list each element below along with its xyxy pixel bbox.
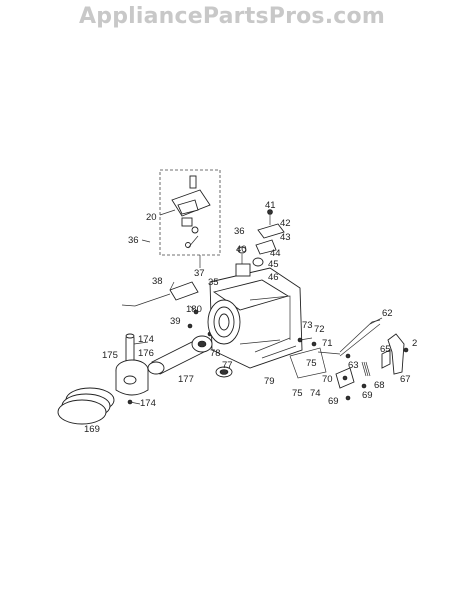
label-169: 169 [84,424,100,435]
label-71: 71 [322,338,333,349]
label-2: 2 [412,338,417,349]
label-46: 46 [268,272,279,283]
label-62: 62 [382,308,393,319]
label-180: 180 [186,304,202,315]
leader-lines [129,209,383,405]
label-37: 37 [194,268,205,279]
label-43: 43 [280,232,291,243]
speed-lever [381,333,409,375]
wrist-pin [125,333,135,363]
carburetor-assembly [159,169,221,268]
label-79: 79 [264,376,275,387]
throttle-link [317,319,381,359]
label-70: 70 [322,374,333,385]
label-41: 41 [265,200,276,211]
label-39: 39 [170,316,181,327]
label-67: 67 [400,374,411,385]
piston-rings [57,387,133,425]
label-44: 44 [270,248,281,259]
label-69: 69 [328,396,339,407]
label-45: 45 [268,259,279,270]
label-69: 69 [362,390,373,401]
label-65: 65 [380,344,391,355]
part-labels: 20 36 36 41 42 43 40 44 45 46 37 35 38 1… [84,200,417,435]
control-bracket [335,361,371,401]
piston [115,359,149,396]
label-40: 40 [236,244,247,255]
label-63: 63 [348,360,359,371]
label-77: 77 [222,360,233,371]
label-175: 175 [102,350,118,361]
label-72: 72 [314,324,325,335]
label-75: 75 [306,358,317,369]
label-36: 36 [128,235,139,246]
control-rod [121,281,213,337]
oil-seal [215,366,233,378]
label-174: 174 [138,334,154,345]
watermark-logo: AppliancePartsPros.com [79,4,385,29]
label-38: 38 [152,276,163,287]
label-68: 68 [374,380,385,391]
connecting-rod [147,335,213,375]
label-78: 78 [210,348,221,359]
label-174: 174 [140,398,156,409]
label-20: 20 [146,212,157,223]
label-42: 42 [280,218,291,229]
label-176: 176 [138,348,154,359]
label-75: 75 [292,388,303,399]
label-177: 177 [178,374,194,385]
label-35: 35 [208,277,219,288]
engine-block [207,263,303,369]
label-73: 73 [302,320,313,331]
label-36: 36 [234,226,245,237]
governor-arm [289,337,327,379]
label-74: 74 [310,388,321,399]
